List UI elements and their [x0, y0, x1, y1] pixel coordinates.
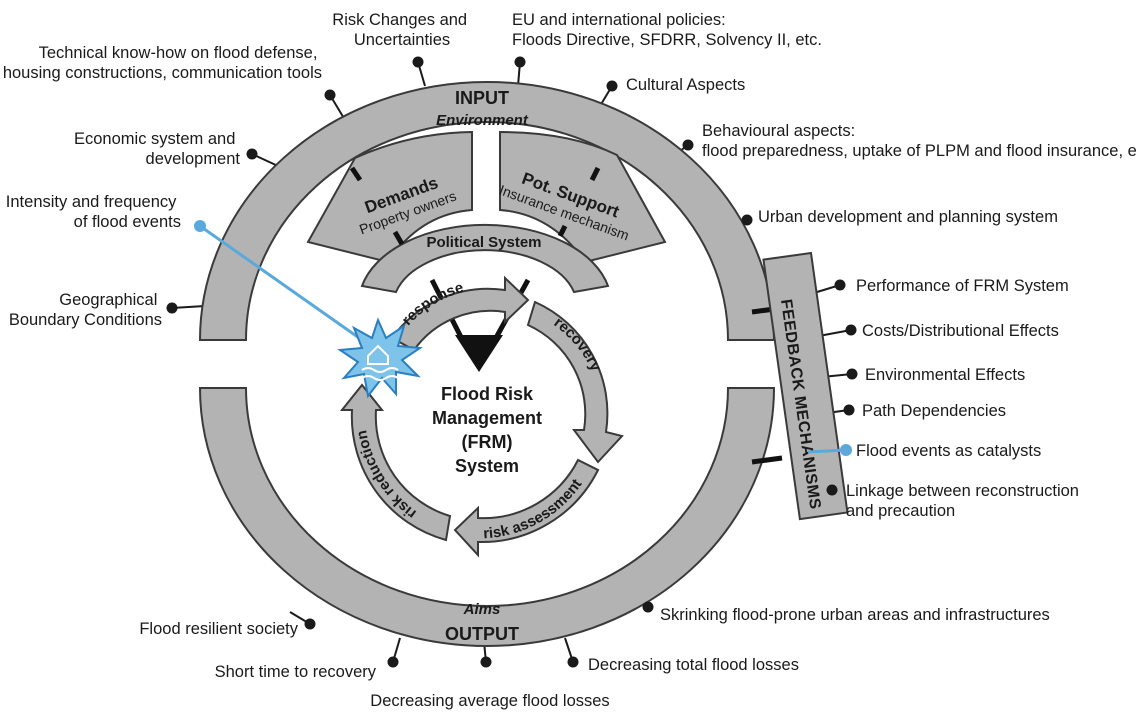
label-path: Path Dependencies: [862, 402, 1006, 420]
frm-cycle: [339, 275, 624, 558]
output-title: OUTPUT: [445, 624, 519, 644]
risk-reduction-label: risk reduction: [353, 429, 419, 522]
label-shrinking: Skrinking flood-prone urban areas and in…: [660, 606, 1050, 624]
label-cultural: Cultural Aspects: [626, 76, 745, 94]
feedback-box: [762, 251, 849, 521]
center-line3: (FRM): [462, 432, 513, 452]
label-behavioural: Behavioural aspects: flood preparedness,…: [702, 122, 1136, 160]
response-arrow: [390, 275, 530, 352]
label-performance: Performance of FRM System: [856, 277, 1069, 295]
political-system-arc: [360, 223, 610, 294]
center-line1: Flood Risk: [441, 384, 534, 404]
label-geographical: Geographical Boundary Conditions: [9, 291, 162, 329]
input-labels: Risk Changes and Uncertainties EU and in…: [3, 11, 1136, 329]
risk-reduction-arrow: [339, 383, 452, 542]
label-linkage: Linkage between reconstruction and preca…: [846, 482, 1084, 520]
response-arrowhead: [455, 335, 503, 372]
label-resilient: Flood resilient society: [139, 620, 298, 638]
label-catalysts: Flood events as catalysts: [856, 442, 1041, 460]
label-economic: Economic system and development: [74, 130, 240, 168]
label-urban: Urban development and planning system: [758, 208, 1058, 226]
flood-event-icon: [337, 317, 423, 399]
label-costs: Costs/Distributional Effects: [862, 322, 1059, 340]
flood-intensity-dot: [194, 220, 206, 232]
center-line2: Management: [432, 408, 542, 428]
output-subtitle: Aims: [463, 601, 501, 618]
input-subtitle: Environment: [436, 112, 529, 129]
label-risk-changes: Risk Changes and Uncertainties: [332, 11, 471, 49]
political-title: Political System: [426, 234, 541, 251]
support-sector: [499, 130, 667, 264]
recovery-arrow: [526, 300, 624, 464]
label-total-losses: Decreasing total flood losses: [588, 656, 799, 674]
label-technical: Technical know-how on flood defense, hou…: [3, 44, 322, 82]
output-ring: [198, 387, 776, 647]
output-labels: Flood resilient society Skrinking flood-…: [139, 606, 1049, 710]
flood-intensity-line: [199, 224, 363, 342]
connector-dots: [166, 56, 858, 668]
input-title: INPUT: [455, 88, 509, 108]
label-environmental: Environmental Effects: [865, 366, 1025, 384]
center-line4: System: [455, 456, 519, 476]
label-average-losses: Decreasing average flood losses: [370, 692, 609, 710]
label-intensity: Intensity and frequency of flood events: [6, 193, 181, 231]
feedback-labels: Performance of FRM System Costs/Distribu…: [846, 277, 1084, 520]
label-eu-policies: EU and international policies: Floods Di…: [512, 11, 822, 49]
risk-assessment-arrow: [453, 458, 600, 558]
label-short-time: Short time to recovery: [215, 663, 377, 681]
flood-catalyst-line: [807, 448, 847, 454]
flood-catalyst-dot: [840, 444, 852, 456]
demands-sector: [306, 130, 473, 264]
